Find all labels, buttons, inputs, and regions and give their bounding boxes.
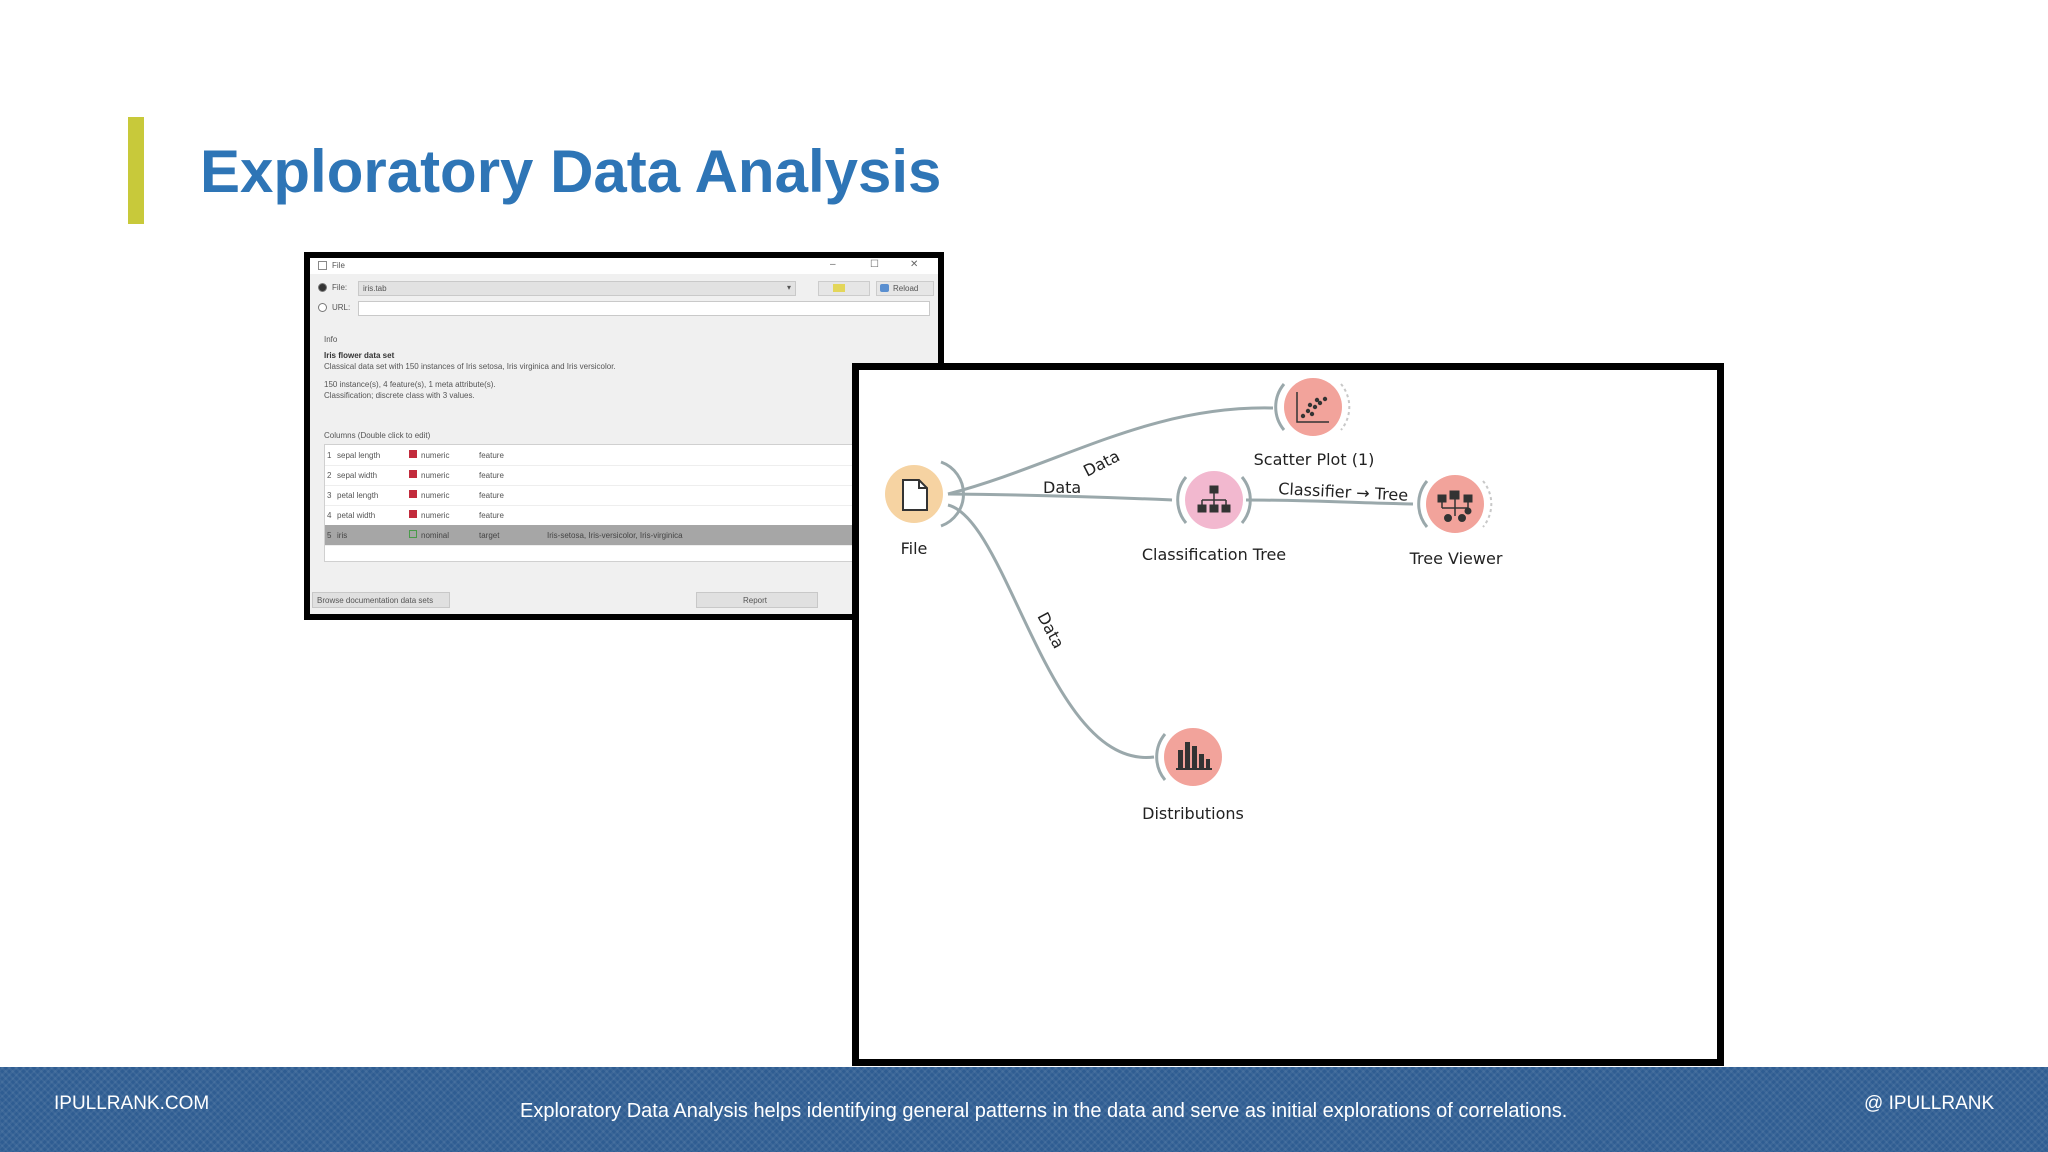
footer-handle: @ IPULLRANK [1864, 1093, 1995, 1114]
maximize-icon[interactable]: ☐ [870, 259, 879, 270]
column-name: sepal width [337, 471, 378, 480]
info-counts: 150 instance(s), 4 feature(s), 1 meta at… [324, 380, 496, 389]
scatter-plot-icon [1296, 392, 1329, 423]
column-name: sepal length [337, 451, 381, 460]
column-type: numeric [421, 511, 450, 520]
link-file-to-tree[interactable] [947, 492, 1173, 502]
link-tree-to-viewer[interactable] [1245, 498, 1414, 506]
table-row[interactable]: 1 sepal length numeric feature [325, 445, 938, 466]
node-label: Distributions [1142, 804, 1244, 823]
browse-folder-button[interactable] [818, 281, 870, 296]
link-file-to-distributions[interactable] [947, 503, 1155, 759]
link-label: Data [1043, 478, 1081, 497]
node-distributions[interactable]: Distributions [1142, 728, 1244, 823]
column-name: petal length [337, 491, 379, 500]
footer-caption: Exploratory Data Analysis helps identify… [520, 1100, 1568, 1122]
column-index: 3 [327, 491, 332, 500]
file-radio[interactable] [318, 283, 327, 292]
table-row[interactable]: 4 petal width numeric feature [325, 505, 938, 526]
title-accent-bar [128, 117, 144, 224]
info-class: Classification; discrete class with 3 va… [324, 391, 475, 400]
node-label: Scatter Plot (1) [1254, 450, 1375, 469]
column-role: feature [479, 471, 504, 480]
file-select[interactable]: iris.tab ▾ [358, 281, 796, 296]
window-titlebar: File – ☐ ✕ [310, 258, 938, 274]
url-radio[interactable] [318, 303, 327, 312]
slide-title: Exploratory Data Analysis [200, 138, 942, 205]
file-icon [902, 479, 928, 511]
table-row[interactable]: 3 petal length numeric feature [325, 485, 938, 506]
column-index: 2 [327, 471, 332, 480]
column-role: feature [479, 511, 504, 520]
file-source-row: File: iris.tab ▾ Reload [318, 280, 934, 296]
column-type: numeric [421, 491, 450, 500]
node-scatter-plot[interactable]: Scatter Plot (1) [1254, 378, 1375, 469]
column-role: feature [479, 491, 504, 500]
column-name: petal width [337, 511, 376, 520]
info-title: Iris flower data set [324, 351, 395, 360]
node-label: File [901, 539, 928, 558]
folder-icon [833, 284, 845, 292]
node-classification-tree[interactable]: Classification Tree [1142, 471, 1286, 564]
column-name: iris [337, 531, 348, 540]
column-role: target [479, 531, 500, 540]
browse-documentation-button[interactable]: Browse documentation data sets [312, 592, 450, 608]
file-widget-window: File – ☐ ✕ File: iris.tab ▾ Reload URL: … [304, 252, 944, 620]
url-input[interactable] [358, 301, 930, 316]
node-tree-viewer[interactable]: Tree Viewer [1409, 475, 1503, 568]
columns-table: 1 sepal length numeric feature 2 sepal w… [324, 444, 938, 562]
node-file[interactable]: File [885, 460, 966, 558]
file-label: File: [332, 283, 348, 292]
browse-documentation-label: Browse documentation data sets [317, 596, 434, 605]
info-description: Classical data set with 150 instances of… [324, 362, 616, 371]
window-icon [318, 261, 327, 270]
reload-button[interactable]: Reload [876, 281, 934, 296]
link-label: Data [1080, 446, 1123, 480]
close-icon[interactable]: ✕ [910, 259, 919, 270]
url-label: URL: [332, 303, 351, 312]
reload-icon [880, 284, 889, 292]
column-type: numeric [421, 451, 450, 460]
table-row-selected[interactable]: 5 iris nominal target Iris-setosa, Iris-… [325, 525, 938, 546]
footer-bar: IPULLRANK.COM Exploratory Data Analysis … [0, 1067, 2048, 1152]
columns-label: Columns (Double click to edit) [324, 431, 431, 440]
nominal-type-icon [409, 530, 417, 538]
node-label: Classification Tree [1142, 545, 1286, 564]
workflow-canvas: Data Data Classifier → Tree Data File [852, 363, 1724, 1066]
info-label: Info [324, 335, 338, 344]
column-index: 5 [327, 531, 332, 540]
histogram-icon [1176, 742, 1212, 770]
file-select-value: iris.tab [363, 284, 387, 293]
node-label: Tree Viewer [1409, 549, 1503, 568]
table-row[interactable]: 2 sepal width numeric feature [325, 465, 938, 486]
numeric-type-icon [409, 470, 417, 478]
tree-icon [1197, 485, 1231, 513]
column-type: nominal [421, 531, 450, 540]
link-file-to-scatter[interactable] [947, 406, 1274, 496]
numeric-type-icon [409, 450, 417, 458]
column-role: feature [479, 451, 504, 460]
link-label: Data [1033, 609, 1068, 652]
report-label: Report [743, 596, 768, 605]
numeric-type-icon [409, 510, 417, 518]
column-type: numeric [421, 471, 450, 480]
url-source-row: URL: [318, 300, 930, 316]
workflow-diagram: Data Data Classifier → Tree Data File [885, 378, 1503, 823]
footer-website: IPULLRANK.COM [54, 1093, 210, 1114]
chevron-down-icon: ▾ [786, 283, 791, 292]
column-index: 4 [327, 511, 332, 520]
tree-viewer-icon [1437, 490, 1473, 522]
column-index: 1 [327, 451, 332, 460]
reload-label: Reload [893, 284, 919, 293]
minimize-icon[interactable]: – [830, 259, 836, 270]
report-button[interactable]: Report [696, 592, 818, 608]
numeric-type-icon [409, 490, 417, 498]
column-values: Iris-setosa, Iris-versicolor, Iris-virgi… [547, 531, 683, 540]
window-title: File [332, 261, 345, 270]
